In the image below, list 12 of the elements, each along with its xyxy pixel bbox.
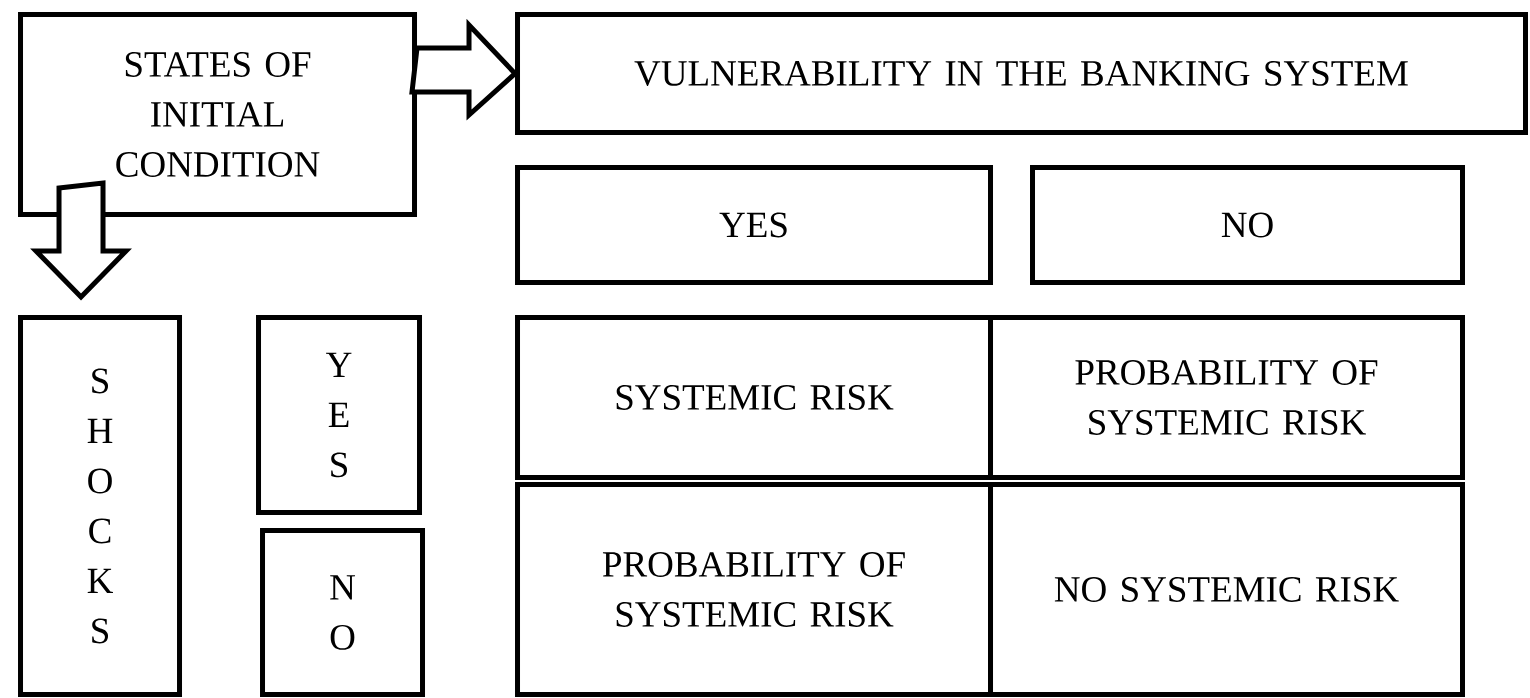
answer-box: NO <box>1030 165 1465 285</box>
answer-box: YES <box>515 165 993 285</box>
matrix-cell: NO SYSTEMIC RISK <box>988 482 1465 697</box>
matrix-cell: PROBABILITY OF SYSTEMIC RISK <box>515 482 993 697</box>
block-arrow <box>30 180 132 301</box>
matrix-cell: SYSTEMIC RISK <box>515 315 993 480</box>
matrix-cell: PROBABILITY OF SYSTEMIC RISK <box>988 315 1465 480</box>
process-box: STATES OF INITIAL CONDITION <box>18 12 417 217</box>
answer-box: YES <box>256 315 422 515</box>
vertical-box: SHOCKS <box>18 315 182 697</box>
process-box: VULNERABILITY IN THE BANKING SYSTEM <box>515 12 1528 135</box>
answer-box: NO <box>260 528 425 697</box>
